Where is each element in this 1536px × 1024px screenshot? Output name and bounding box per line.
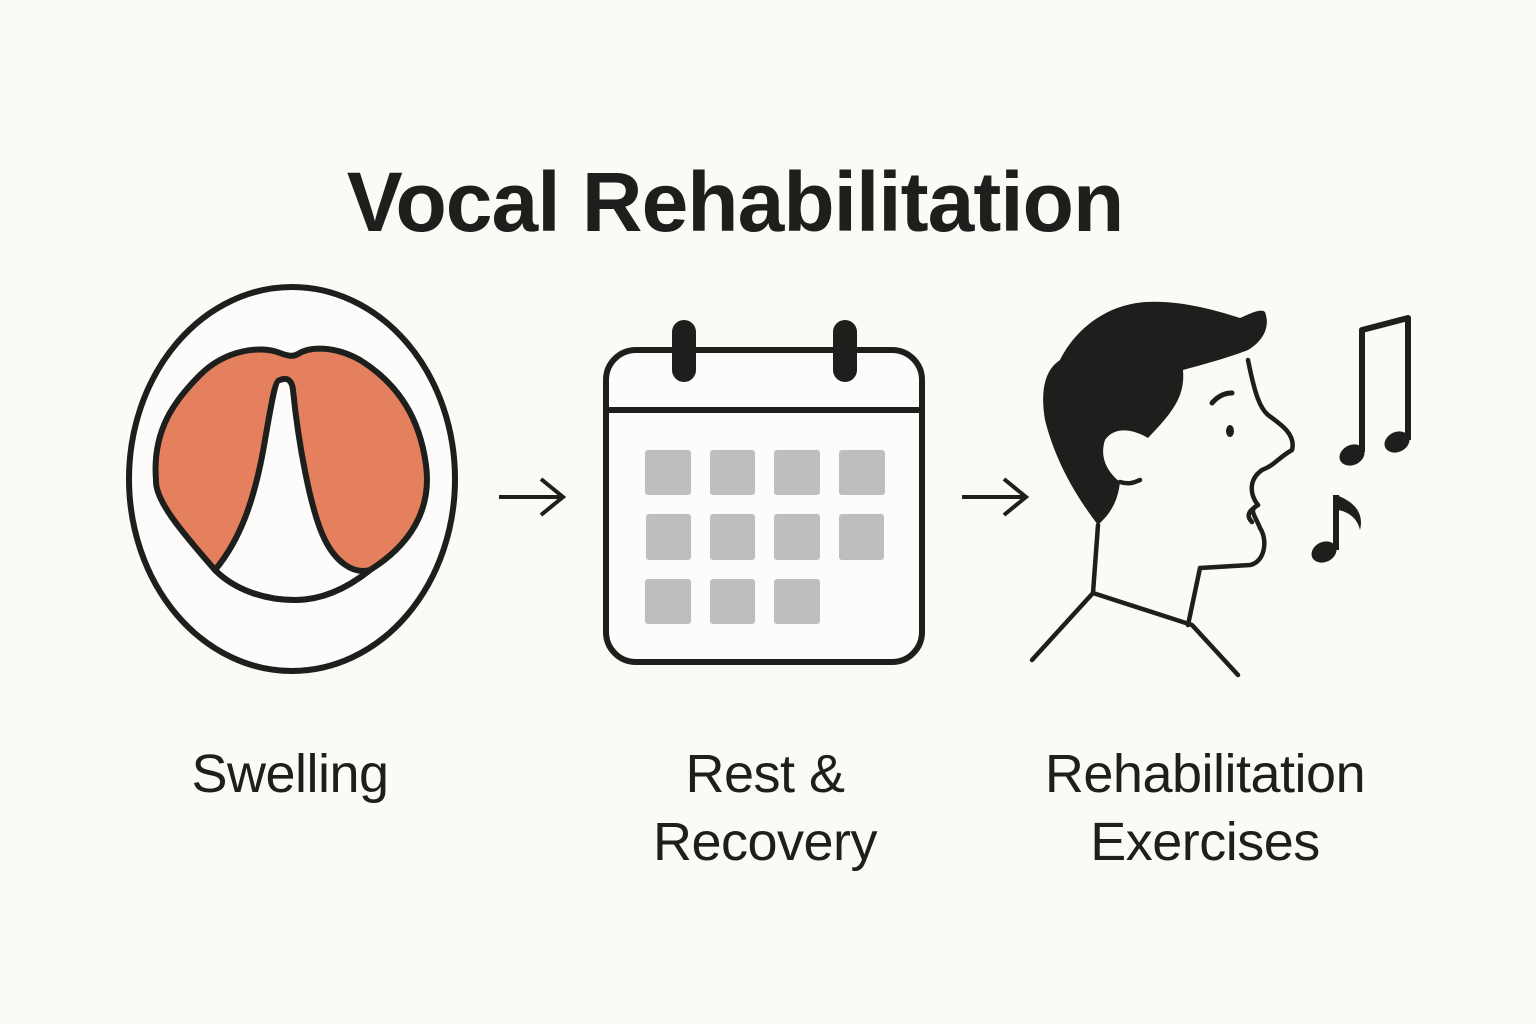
- step-label-swelling: Swelling: [140, 740, 440, 808]
- singing-person-icon: [1020, 300, 1420, 690]
- calendar-icon: [590, 310, 940, 680]
- arrow-right-icon: [495, 475, 571, 519]
- step-label-line: Rehabilitation: [1044, 744, 1366, 804]
- step-label-line: Exercises: [1090, 812, 1320, 872]
- step-label-rehabilitation-exercises: Rehabilitation Exercises: [985, 740, 1425, 876]
- step-label-rest-recovery: Rest & Recovery: [580, 740, 950, 876]
- arrow-right-icon: [958, 475, 1034, 519]
- diagram-title: Vocal Rehabilitation: [346, 155, 1125, 250]
- step-label-line: Rest &: [685, 744, 845, 804]
- step-label-line: Swelling: [191, 744, 389, 804]
- step-label-line: Recovery: [652, 812, 878, 872]
- swollen-vocal-folds-icon: [120, 280, 480, 700]
